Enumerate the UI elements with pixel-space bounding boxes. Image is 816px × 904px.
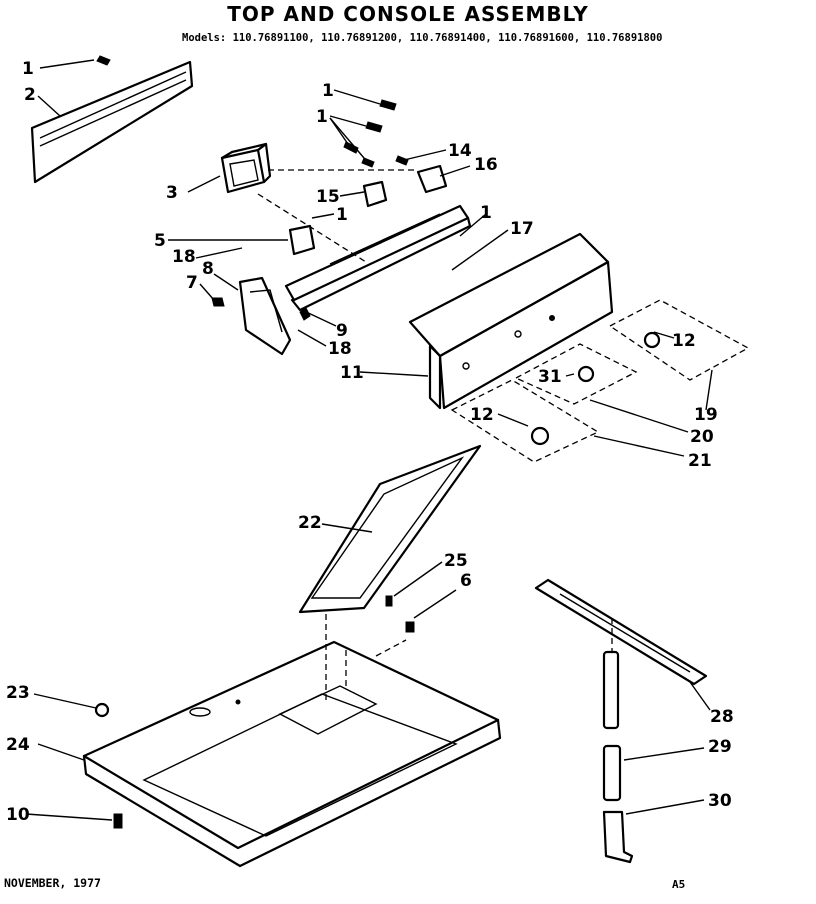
part-11-console-panel [408, 232, 614, 410]
footer-code: A5 [672, 878, 686, 891]
callout-label: 15 [316, 187, 340, 207]
part-6-screw [405, 621, 415, 633]
callout-label: 7 [186, 273, 198, 293]
part-7-clip [211, 297, 225, 307]
callout-label: 10 [6, 805, 30, 825]
part-29-spring [602, 744, 622, 802]
callout-label: 16 [474, 155, 498, 175]
part-28-lid-support [534, 578, 708, 686]
callout-label: 24 [6, 735, 30, 755]
callout-label: 1 [316, 107, 328, 127]
part-30-lower-tube [602, 810, 634, 864]
callout-label: 28 [710, 707, 734, 727]
part-24-top-panel [82, 640, 502, 868]
callout-label: 14 [448, 141, 472, 161]
part-3-control-box [220, 142, 272, 194]
callout-label: 25 [444, 551, 468, 571]
part-23-grommet [94, 702, 110, 718]
callout-label: 18 [172, 247, 196, 267]
callout-label: 30 [708, 791, 732, 811]
callout-label: 5 [154, 231, 166, 251]
knob-31 [577, 365, 595, 383]
dashed-region-20 [514, 343, 638, 405]
callout-label: 1 [322, 81, 334, 101]
callout-labels: 1 2 1 1 14 16 3 15 1 1 17 5 18 8 7 9 18 … [6, 59, 734, 825]
callout-label: 6 [460, 571, 472, 591]
callout-label: 21 [688, 451, 712, 471]
screws-top-group [343, 99, 409, 168]
callout-label: 1 [480, 203, 492, 223]
page-title: TOP AND CONSOLE ASSEMBLY [227, 2, 589, 26]
callout-label: 1 [22, 59, 34, 79]
callout-label: 31 [538, 367, 562, 387]
callout-label: 8 [202, 259, 214, 279]
assembly-guide-lines [257, 169, 613, 700]
callout-label: 20 [690, 427, 714, 447]
callout-label: 22 [298, 513, 322, 533]
callout-label: 17 [510, 219, 534, 239]
callout-label: 12 [672, 331, 696, 351]
footer-date: NOVEMBER, 1977 [4, 876, 101, 890]
callout-label: 11 [340, 363, 364, 383]
callout-label: 18 [328, 339, 352, 359]
part-25-pin [385, 595, 393, 607]
callout-label: 19 [694, 405, 718, 425]
part-8-side-bracket [238, 276, 292, 356]
knob-12-upper [643, 331, 661, 349]
callout-label: 3 [166, 183, 178, 203]
models-line: Models: 110.76891100, 110.76891200, 110.… [182, 32, 663, 44]
control-bracket-assembly [284, 204, 472, 312]
knob-12-lower [530, 426, 550, 446]
callout-label: 23 [6, 683, 30, 703]
part-2-rear-strip [30, 55, 194, 184]
part-29-upper-tube [602, 650, 620, 730]
leader-lines [25, 59, 713, 821]
dashed-region-19 [608, 299, 750, 381]
part-22-bezel [298, 444, 482, 614]
callout-label: 12 [470, 405, 494, 425]
dashed-region-21 [450, 379, 600, 463]
parts-14-15-16-brackets [288, 164, 448, 256]
part-10-screw [113, 813, 123, 829]
callout-label: 9 [336, 321, 348, 341]
callout-label: 2 [24, 85, 36, 105]
callout-label: 29 [708, 737, 732, 757]
callout-label: 1 [336, 205, 348, 225]
